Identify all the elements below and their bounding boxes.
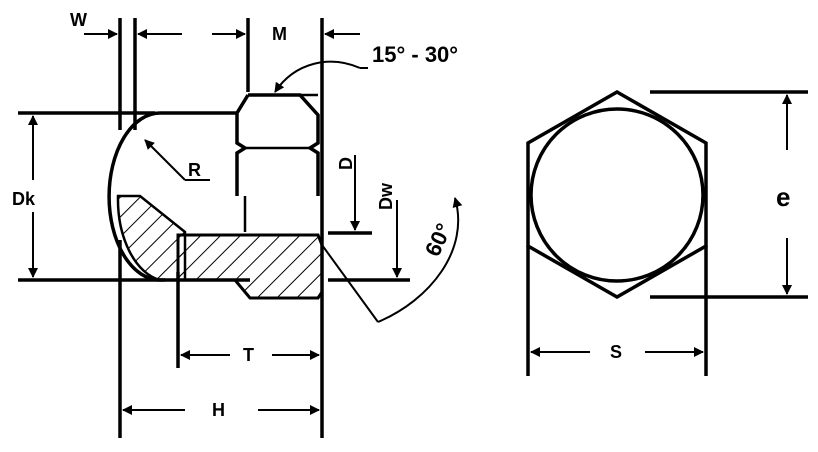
side-view: W M 15° - 30° R Dk D Dw 60° T — [12, 10, 463, 438]
dome-section — [116, 194, 187, 282]
hex-body-left — [235, 94, 250, 196]
angle-side-line — [321, 244, 379, 323]
r-leader — [144, 139, 186, 181]
dome-circle — [529, 107, 705, 283]
thread-section — [176, 233, 324, 300]
label-w: W — [70, 10, 87, 30]
label-m: M — [272, 24, 287, 44]
label-dw: Dw — [376, 182, 396, 210]
angle-side-arc — [377, 197, 463, 323]
label-dk: Dk — [12, 189, 36, 209]
label-t: T — [243, 345, 254, 365]
label-s: S — [610, 342, 622, 362]
label-angle-top: 15° - 30° — [372, 42, 458, 67]
dome-outline — [107, 111, 250, 282]
hex-outline — [526, 89, 708, 300]
label-e: e — [776, 182, 790, 212]
top-view: S e — [526, 89, 808, 376]
label-h: H — [212, 400, 225, 420]
label-d: D — [336, 157, 356, 170]
angle-top-arc — [274, 60, 361, 93]
label-r: R — [188, 160, 201, 180]
hex-body — [248, 93, 320, 196]
